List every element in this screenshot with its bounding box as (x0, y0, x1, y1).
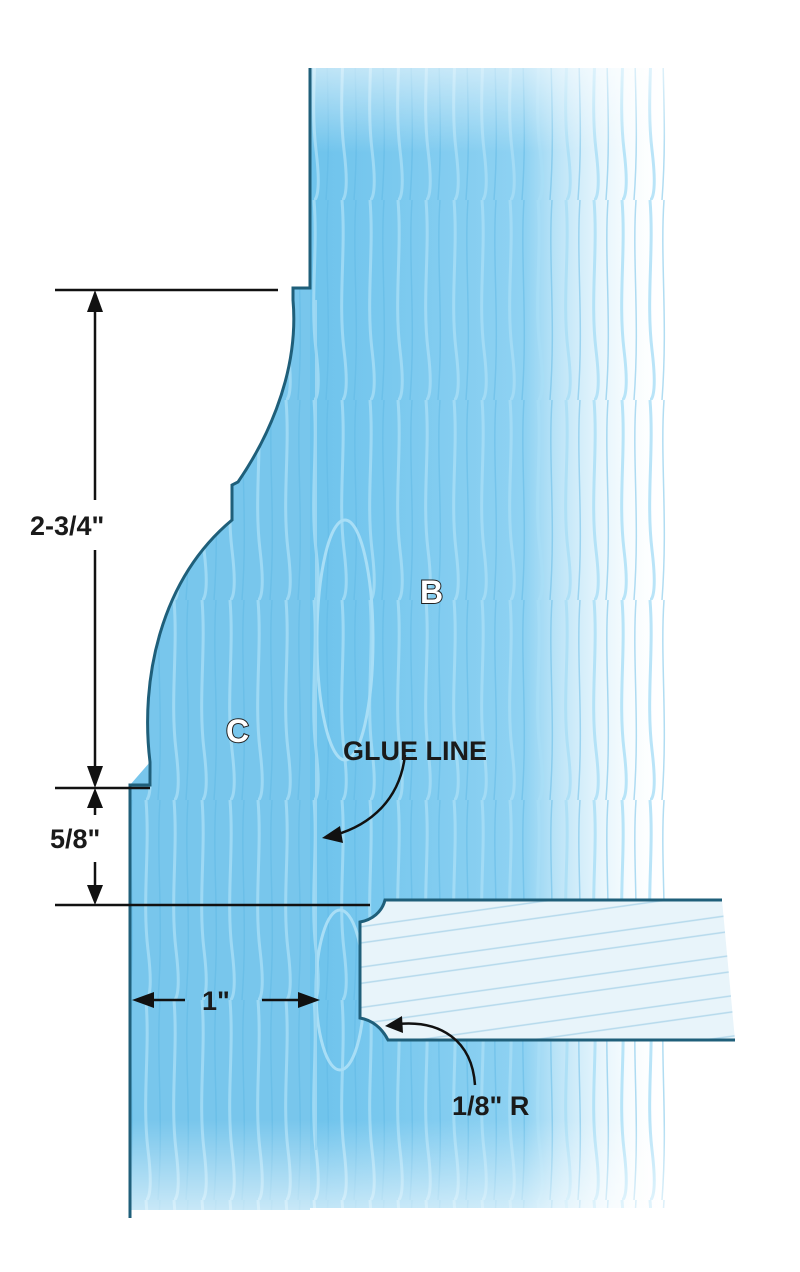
radius-label: 1/8" R (452, 1091, 529, 1121)
glue-line-label: GLUE LINE (343, 736, 487, 766)
part-b-label: B (420, 574, 443, 610)
shelf-board (358, 898, 735, 1042)
dimension-lines (55, 288, 477, 1086)
part-c-label: C (226, 713, 249, 749)
width-label: 1" (202, 986, 230, 1016)
molding-profile-outline (128, 68, 312, 1218)
height-lower-label: 5/8" (50, 824, 100, 854)
height-upper-label: 2-3/4" (30, 511, 104, 541)
